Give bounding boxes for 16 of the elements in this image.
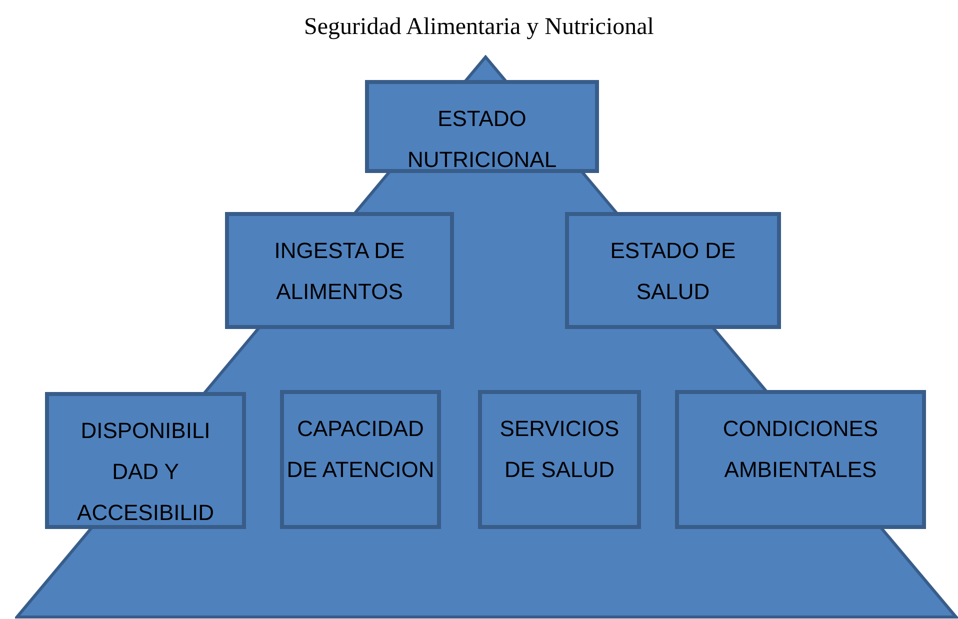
label-box [675,390,926,529]
label-box [280,390,441,529]
box-text: CONDICIONES AMBIENTALES [722,415,880,484]
label-box [225,212,454,329]
label-box [365,80,599,173]
box-text: SERVICIOS DE SALUD [498,415,620,484]
pyramid-shape [15,55,958,619]
box-text: ESTADO DE SALUD [609,237,737,306]
box-text: CAPACIDAD DE ATENCION [286,415,436,484]
box-text: ESTADO NUTRICIONAL [406,105,558,169]
label-box [478,390,641,529]
diagram-title: Seguridad Alimentaria y Nutricional [303,14,655,41]
box-text: INGESTA DE ALIMENTOS [273,237,406,306]
label-box [45,392,246,529]
box-text: DISPONIBILI DAD Y ACCESIBILID [76,417,215,525]
label-box [565,212,781,329]
